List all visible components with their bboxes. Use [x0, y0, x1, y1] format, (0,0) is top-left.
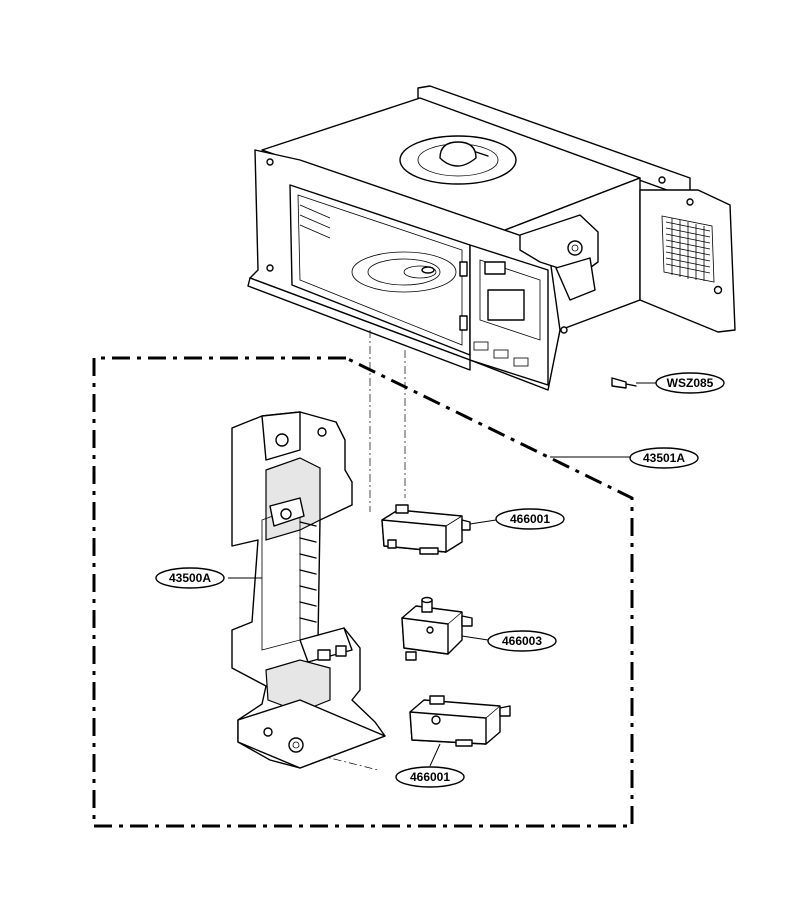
part-callout-466003: 466003	[487, 630, 557, 652]
part-callout-43501a: 43501A	[629, 447, 699, 469]
part-number-466003: 466003	[502, 634, 542, 648]
part-number-wsz085: WSZ085	[667, 376, 714, 390]
screw-wsz085-part	[611, 377, 637, 389]
assembly-group-boundary	[92, 356, 634, 828]
part-number-43500a: 43500A	[169, 571, 211, 585]
vent-grille	[665, 218, 711, 281]
part-number-466001-lower: 466001	[410, 770, 450, 784]
leader-lines	[228, 382, 656, 767]
part-callout-466001-lower: 466001	[395, 766, 465, 788]
latch-teeth	[299, 521, 317, 623]
oven-cavity-assembly	[247, 85, 736, 391]
door-latch-board-part	[231, 411, 386, 769]
part-number-466001-upper: 466001	[510, 512, 550, 526]
part-callout-43500a: 43500A	[155, 567, 225, 589]
micro-switch-466003-part	[401, 596, 473, 661]
micro-switch-466001-lower-part	[409, 695, 511, 747]
assembly-center-lines	[317, 330, 406, 771]
part-callout-wsz085: WSZ085	[655, 372, 725, 394]
micro-switch-466001-upper-part	[381, 504, 471, 555]
part-callout-466001-upper: 466001	[495, 508, 565, 530]
part-number-43501a: 43501A	[643, 451, 685, 465]
